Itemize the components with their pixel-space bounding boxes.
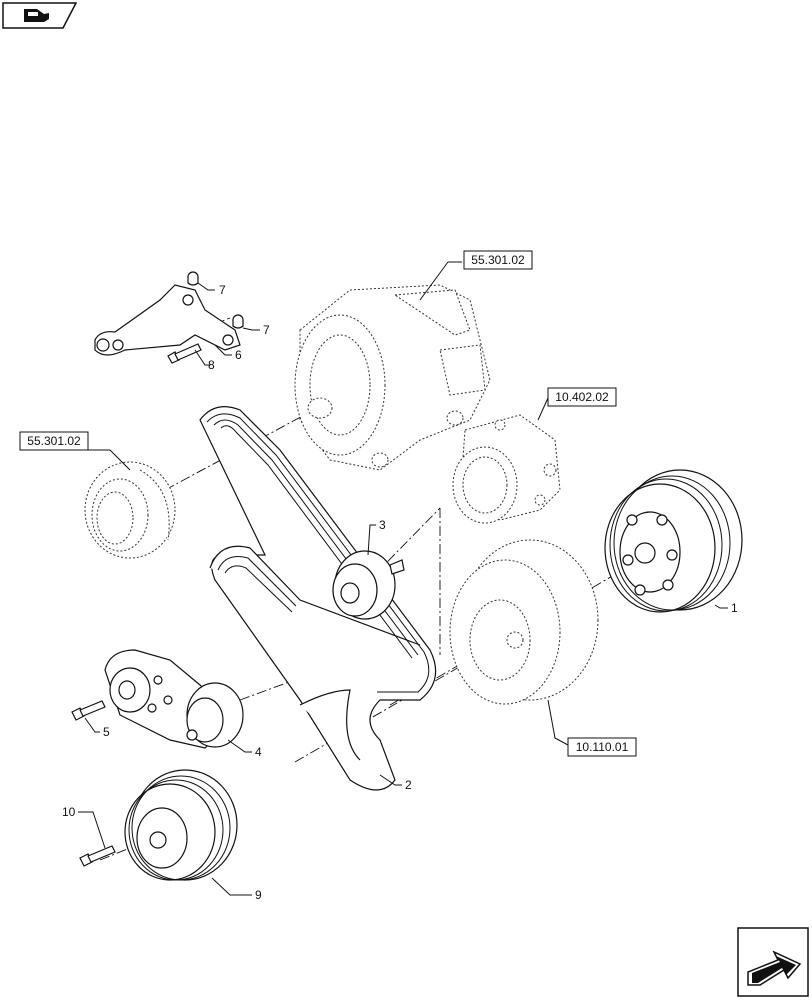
callout-4: 4 [255,745,262,759]
bracket-bolt [167,343,202,364]
callout-2: 2 [405,778,412,792]
svg-text:55.301.02: 55.301.02 [27,434,81,448]
ref-box-alternator-top[interactable]: 55.301.02 [463,250,533,270]
poly-v-belt [199,406,437,791]
callout-9: 9 [255,888,262,902]
ref-box-damper[interactable]: 10.110.01 [567,737,637,757]
callout-3: 3 [379,518,386,532]
idler-pulley [332,550,405,620]
callout-5: 5 [103,725,110,739]
alternator [294,284,491,471]
pulley-9 [124,769,238,881]
svg-text:10.110.01: 10.110.01 [576,740,629,754]
bushing-upper [187,271,199,286]
callout-7-upper: 7 [219,283,226,297]
damper [449,539,599,705]
pulley-bolt [79,845,116,867]
callout-6: 6 [235,348,242,362]
book-hand-icon[interactable] [2,2,78,29]
ref-box-alternator-pulley[interactable]: 55.301.02 [19,431,89,451]
callout-10: 10 [62,805,76,819]
callout-7-lower: 7 [263,323,270,337]
belt-tensioner [104,649,244,749]
callout-1: 1 [731,601,738,615]
svg-text:10.402.02: 10.402.02 [555,390,609,404]
bushing-lower [232,314,244,329]
crank-pulley [604,469,743,613]
mounting-bracket [94,284,241,356]
svg-text:55.301.02: 55.301.02 [471,253,525,267]
leader-lines [78,261,728,896]
ref-box-compressor[interactable]: 10.402.02 [547,387,617,407]
callout-8: 8 [208,358,215,372]
tensioner-bolt [71,700,106,721]
compressor [452,414,561,524]
next-page-arrow-icon[interactable] [737,927,809,997]
alternator-pulley [84,461,176,559]
